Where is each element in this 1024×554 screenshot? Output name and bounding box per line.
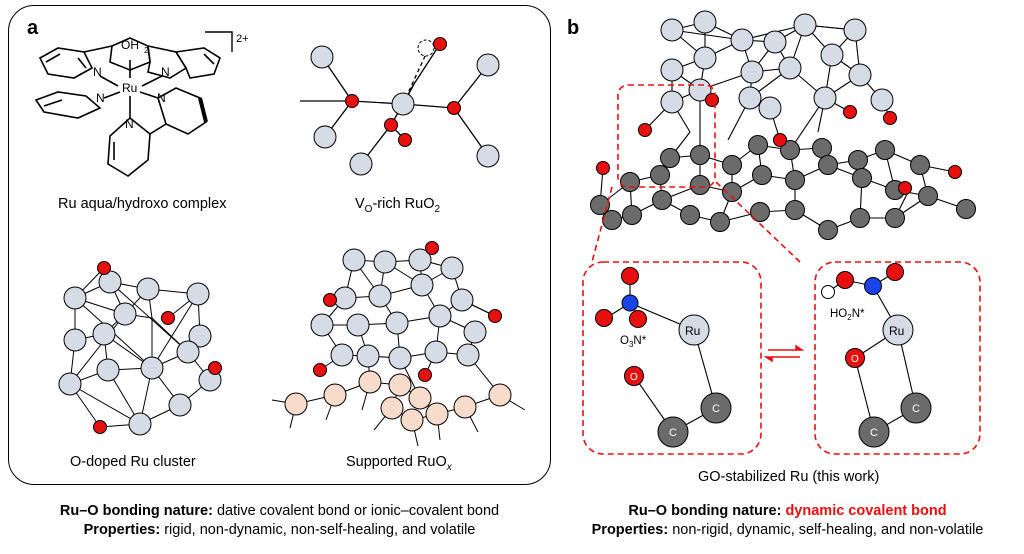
caption-o-doped-cluster: O-doped Ru cluster: [70, 454, 196, 470]
caption-supported-ruox: Supported RuOx: [346, 454, 452, 473]
oxygen-atoms-b: [596, 93, 962, 195]
o-doped-cluster-atoms: [58, 261, 222, 436]
right-inset-ru-label: Ru: [889, 324, 904, 338]
left-inset-ru-label: Ru: [685, 324, 700, 338]
oh2-subscript: 2: [144, 46, 149, 55]
vo-rich-atoms: [310, 37, 500, 176]
caption-vo-rich-ruo2: VO-rich RuO2: [355, 196, 441, 215]
right-inset-c-label: C: [912, 403, 920, 415]
right-inset-atoms: [821, 263, 932, 448]
ru-cluster-atoms: [660, 10, 894, 120]
caption-go-stabilized: GO-stabilized Ru (this work): [698, 469, 880, 485]
panel-b-letter: b: [567, 17, 580, 39]
equilibrium-arrow: [763, 344, 805, 363]
right-inset-box: [814, 261, 981, 455]
n-label: N: [157, 91, 166, 105]
charge-label: 2+: [236, 33, 249, 45]
caption-ru-complex: Ru aqua/hydroxo complex: [58, 196, 227, 212]
ru-center-label: Ru: [122, 81, 137, 95]
right-inset-species-label: HO2N*: [830, 308, 865, 322]
highlight-box: [617, 84, 716, 188]
left-inset-o-label: O: [630, 372, 638, 383]
n-label: N: [125, 117, 134, 131]
ru-aqua-complex: [34, 37, 221, 177]
go-sheet-carbon-atoms: [590, 135, 976, 240]
left-inset-c-label: C: [669, 427, 677, 439]
n-label: N: [161, 65, 170, 79]
properties-a: Properties: rigid, non-dynamic, non-self…: [83, 522, 476, 538]
n-label: N: [96, 91, 105, 105]
oh2-label: OH: [121, 38, 139, 52]
connector-left: [591, 186, 613, 263]
right-inset-o-label: O: [851, 354, 859, 365]
left-inset-box: [582, 261, 762, 455]
charge-bracket: [205, 31, 233, 52]
bonding-nature-b: Ru–O bonding nature: dynamic covalent bo…: [628, 503, 947, 519]
supported-ruox-atoms: [284, 241, 512, 432]
left-inset-species-label: O3N*: [620, 335, 647, 349]
n-label: N: [93, 65, 102, 79]
properties-b: Properties: non-rigid, dynamic, self-hea…: [591, 522, 984, 538]
panel-a-frame: [8, 5, 551, 485]
bonding-nature-a: Ru–O bonding nature: dative covalent bon…: [59, 503, 500, 519]
left-inset-atoms: [595, 267, 732, 448]
left-inset-c-label: C: [712, 403, 720, 415]
right-inset-c-label: C: [870, 427, 878, 439]
